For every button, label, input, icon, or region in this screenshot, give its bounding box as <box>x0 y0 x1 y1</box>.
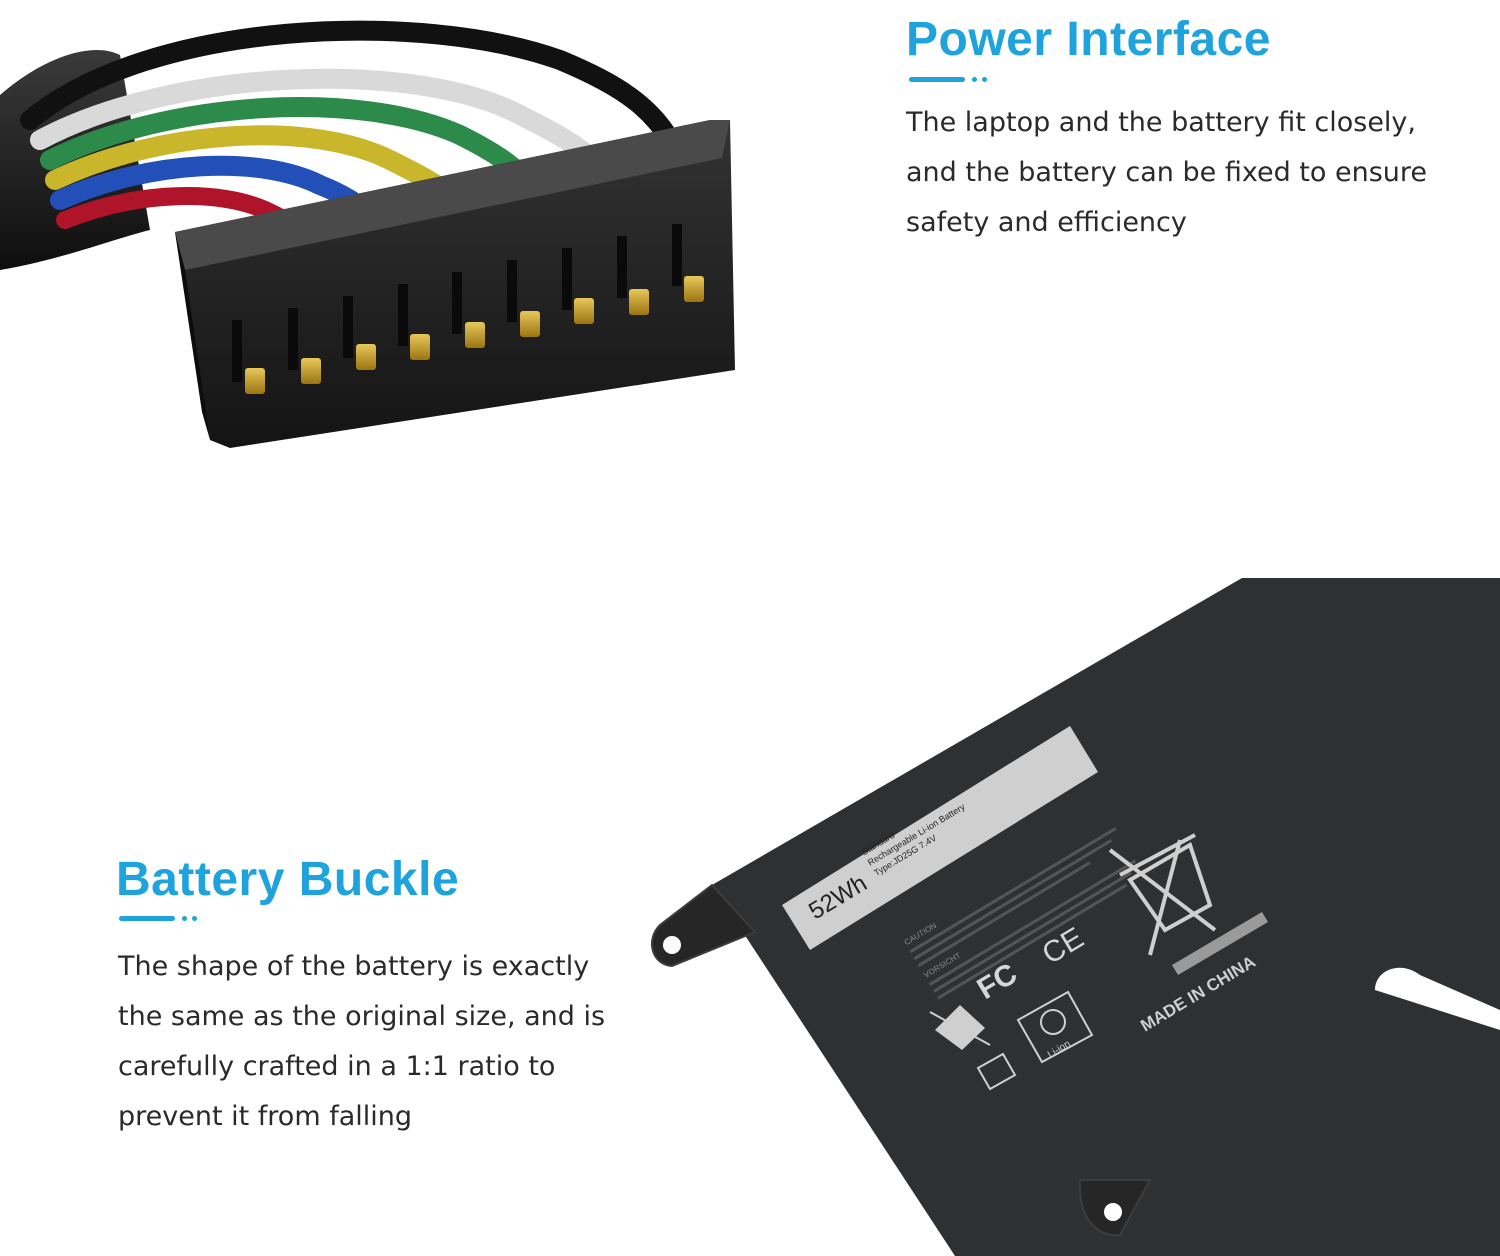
battery-buckle-description: The shape of the battery is exactly the … <box>118 951 606 1132</box>
battery-label-strip <box>782 726 1098 950</box>
power-interface-description: The laptop and the battery fit closely, … <box>906 107 1428 238</box>
connector-pins <box>245 276 704 394</box>
fire-warning-icon <box>929 1005 991 1050</box>
buckle-heading-underline <box>119 916 199 921</box>
power-interface-heading: Power Interface <box>906 13 1271 66</box>
battery-body <box>712 578 1500 1256</box>
battery-recycle-small-icon <box>976 1052 1017 1091</box>
power-heading-underline <box>909 77 989 82</box>
battery-buckle-heading: Battery Buckle <box>116 853 460 906</box>
weee-bin-icon <box>1108 833 1217 956</box>
